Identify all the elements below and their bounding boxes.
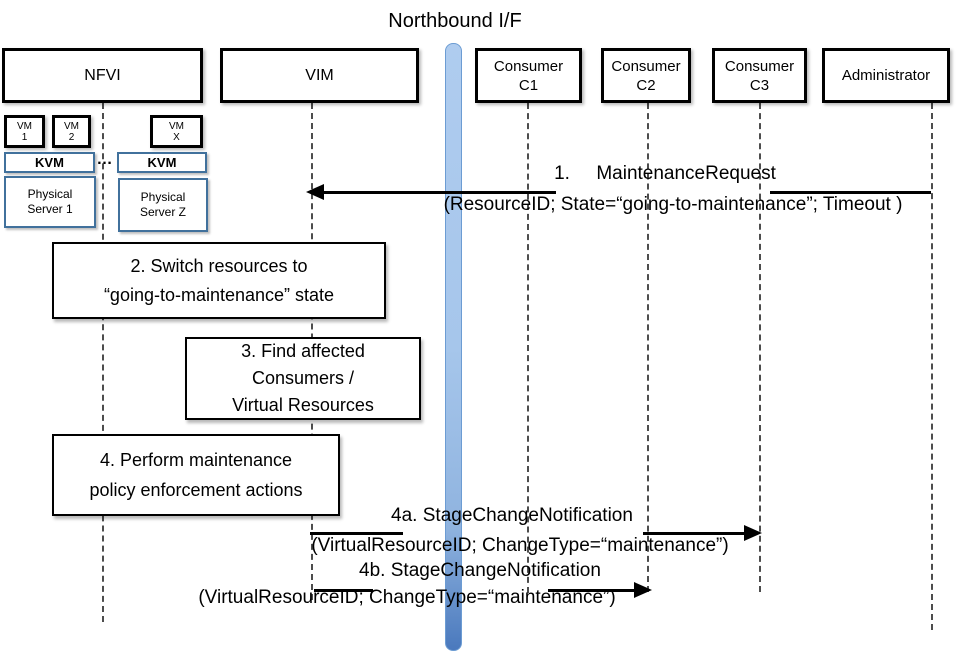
actor-administrator-label: Administrator	[841, 67, 931, 84]
actor-vim: VIM	[220, 48, 419, 103]
kvm-2-label: KVM	[147, 155, 177, 170]
actor-consumer-c1: Consumer C1	[475, 48, 582, 103]
actor-consumer-c3: Consumer C3	[712, 48, 807, 103]
kvm-box-2: KVM	[117, 152, 207, 173]
physical-server-1-label: Physical Server 1	[27, 187, 73, 216]
step-2-box: 2. Switch resources to “going-to-mainten…	[52, 242, 386, 319]
kvm-1-label: KVM	[35, 155, 64, 170]
message-4b-arrowhead-icon	[634, 582, 652, 598]
message-4a-arrow-right-segment	[643, 532, 746, 535]
message-4a-label: 4a. StageChangeNotification	[391, 505, 633, 526]
ellipsis: …	[96, 151, 114, 168]
actor-consumer-c2-label: Consumer C2	[611, 57, 681, 94]
physical-server-z-box: Physical Server Z	[118, 178, 208, 232]
message-4a-params: (VirtualResourceID; ChangeType=“maintena…	[311, 535, 729, 556]
message-1-arrow-right-segment	[770, 191, 931, 194]
vm-2-label: VM 2	[64, 120, 79, 143]
vm-x-label: VM X	[169, 120, 184, 143]
northbound-if-bar	[445, 43, 462, 651]
vm-2-box: VM 2	[52, 115, 91, 148]
message-4a-arrowhead-icon	[744, 525, 762, 541]
northbound-if-title: Northbound I/F	[388, 10, 522, 32]
lifeline-consumer-c3	[759, 103, 761, 592]
lifeline-consumer-c1	[527, 103, 529, 593]
vm-x-box: VM X	[150, 115, 203, 148]
step-3-text: 3. Find affected Consumers / Virtual Res…	[232, 341, 374, 415]
actor-nfvi-label: NFVI	[84, 66, 121, 84]
step-3-box: 3. Find affected Consumers / Virtual Res…	[185, 337, 421, 420]
lifeline-administrator	[931, 103, 933, 630]
kvm-box-1: KVM	[4, 152, 95, 173]
message-1-arrow-left-segment	[316, 191, 556, 194]
message-4b-arrow-right-segment	[548, 589, 636, 592]
step-4-box: 4. Perform maintenance policy enforcemen…	[52, 434, 340, 516]
actor-administrator: Administrator	[822, 48, 950, 103]
lifeline-consumer-c2	[647, 103, 649, 592]
vm-1-label: VM 1	[17, 120, 32, 143]
actor-vim-label: VIM	[305, 66, 334, 84]
step-2-text: 2. Switch resources to “going-to-mainten…	[103, 255, 335, 305]
lifeline-nfvi	[102, 103, 104, 622]
message-4a-arrow-left-segment	[310, 532, 403, 535]
vm-1-box: VM 1	[4, 115, 45, 148]
message-1-arrowhead-icon	[306, 184, 324, 200]
message-4b-params: (VirtualResourceID; ChangeType=“maintena…	[198, 587, 616, 608]
actor-consumer-c1-label: Consumer C1	[493, 57, 564, 94]
actor-consumer-c3-label: Consumer C3	[724, 57, 795, 94]
message-4b-label: 4b. StageChangeNotification	[359, 560, 601, 581]
actor-consumer-c2: Consumer C2	[601, 48, 691, 103]
actor-nfvi: NFVI	[2, 48, 203, 103]
step-4-text: 4. Perform maintenance policy enforcemen…	[89, 450, 303, 500]
message-4b-arrow-left-segment	[314, 589, 373, 592]
message-1-params: (ResourceID; State=“going-to-maintenance…	[443, 194, 903, 215]
message-1-label: 1. MaintenanceRequest	[554, 163, 776, 184]
physical-server-z-label: Physical Server Z	[139, 190, 186, 219]
physical-server-1-box: Physical Server 1	[4, 176, 96, 228]
